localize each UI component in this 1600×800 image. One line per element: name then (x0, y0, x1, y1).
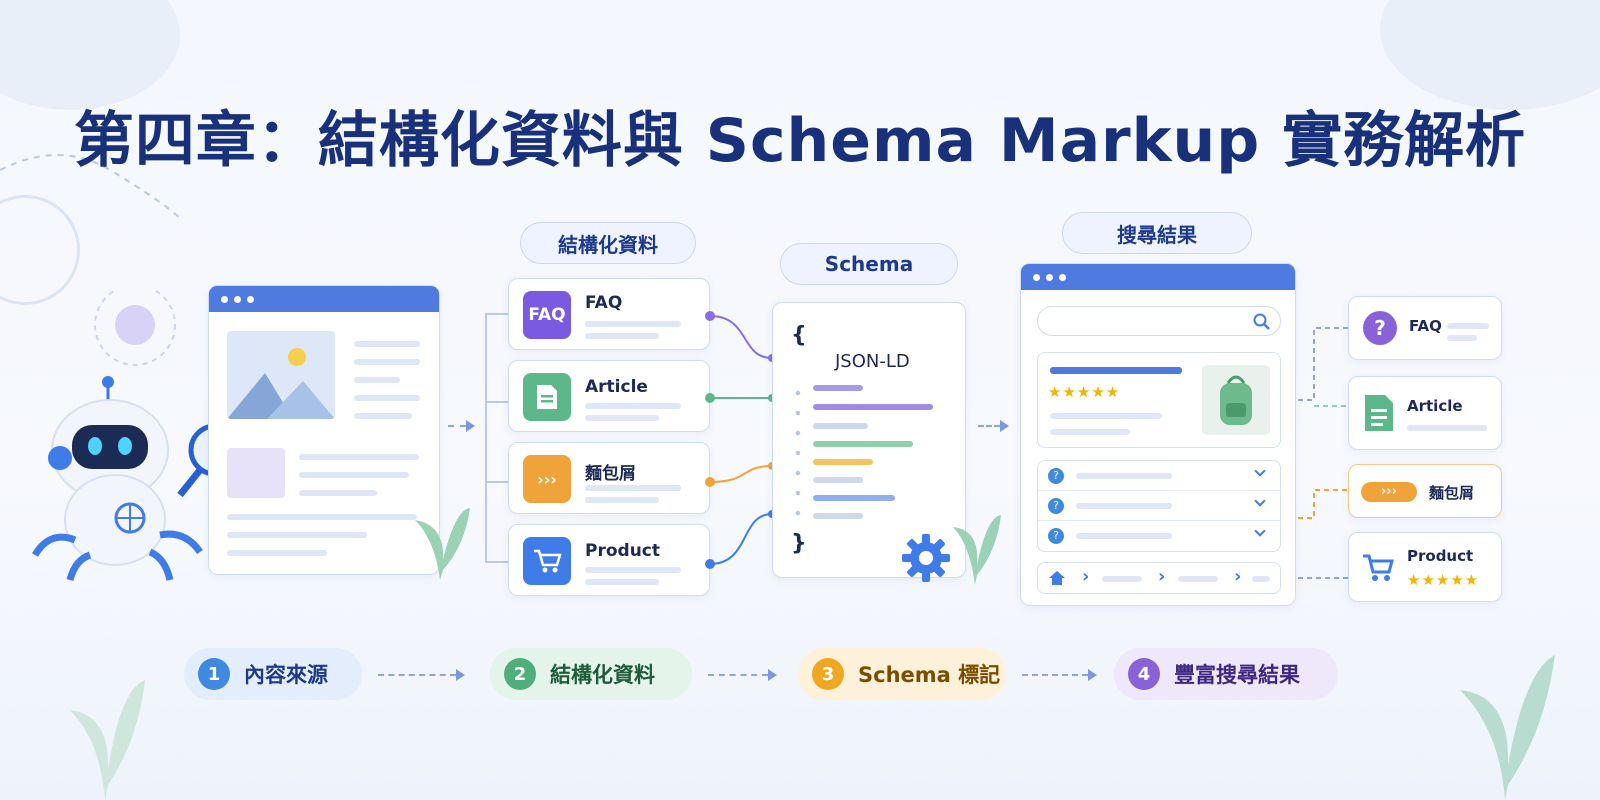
structured-label-product: Product (585, 541, 660, 561)
rich-label-faq: FAQ (1409, 317, 1442, 335)
chevron-down-icon (1254, 465, 1266, 477)
image-placeholder-icon (227, 331, 335, 419)
step-1: 1 內容來源 (184, 648, 362, 700)
chevron-down-icon (1254, 495, 1266, 507)
source-content-window (208, 285, 440, 575)
faq-row-3[interactable]: ? (1038, 521, 1282, 551)
document-icon (1365, 395, 1393, 431)
leaf-decoration-icon (415, 508, 470, 580)
home-icon (1049, 571, 1065, 585)
product-rating-stars: ★★★★★ (1407, 571, 1480, 589)
step-connector-1 (378, 674, 456, 676)
rich-label-article: Article (1407, 397, 1463, 415)
search-results-window: ★★★★★ ? ? ? › › › (1020, 263, 1296, 606)
leaf-decoration-bottom-right (1460, 655, 1555, 800)
question-mark-icon: ? (1048, 498, 1064, 514)
structured-card-product: Product (508, 524, 710, 596)
flow-arrow-2 (1000, 420, 1009, 432)
breadcrumb-separator: › (1082, 566, 1090, 587)
json-ld-label: JSON-LD (835, 351, 910, 372)
step-label-1: 內容來源 (244, 663, 328, 687)
page-title: 第四章：結構化資料與 Schema Markup 實務解析 (73, 106, 1527, 176)
rich-result-breadcrumb: ››› 麵包屑 (1348, 464, 1502, 518)
question-icon: ? (1363, 311, 1397, 345)
step-2: 2 結構化資料 (490, 648, 692, 700)
cart-icon (1363, 554, 1394, 581)
step-label-3: Schema 標記 (858, 663, 1001, 687)
structured-connector-bracket (485, 313, 508, 563)
backpack-image-icon (1202, 365, 1270, 435)
search-input[interactable] (1037, 306, 1281, 336)
breadcrumb-icon: ››› (1361, 482, 1417, 502)
rich-result-product: Product ★★★★★ (1348, 532, 1502, 602)
structured-card-breadcrumb: ››› 麵包屑 (508, 442, 710, 514)
cart-icon (523, 537, 571, 585)
structured-card-article: Article (508, 360, 710, 432)
step-label-4: 豐富搜尋結果 (1174, 663, 1300, 687)
step-4: 4 豐富搜尋結果 (1114, 648, 1338, 700)
step-connector-3 (1022, 674, 1088, 676)
product-result-card[interactable]: ★★★★★ (1037, 352, 1281, 448)
step-connector-2 (708, 674, 768, 676)
faq-row-2[interactable]: ? (1038, 491, 1282, 521)
faq-icon: FAQ (523, 291, 571, 339)
document-icon (523, 373, 571, 421)
rating-stars: ★★★★★ (1048, 383, 1121, 401)
json-close-brace: } (791, 531, 807, 556)
leaf-decoration-icon-2 (953, 515, 1001, 585)
step-arrow-3 (1088, 669, 1097, 681)
schema-json-ld-panel: { JSON-LD } (772, 302, 966, 578)
breadcrumb-result-bar[interactable]: › › › (1037, 562, 1281, 594)
rich-result-connectors (1298, 327, 1348, 579)
chevron-down-icon (1254, 525, 1266, 537)
rich-label-product: Product (1407, 547, 1474, 565)
flow-dash-1 (448, 425, 466, 427)
structured-label-faq: FAQ (585, 293, 623, 313)
step-number-2: 2 (504, 658, 536, 690)
flow-dash-2 (978, 425, 1000, 427)
section-label-schema: Schema (780, 243, 958, 285)
rich-result-faq: ? FAQ (1348, 296, 1502, 360)
structured-label-breadcrumb: 麵包屑 (585, 464, 636, 484)
structured-label-article: Article (585, 377, 648, 397)
results-window-titlebar (1021, 264, 1295, 290)
search-icon (1253, 313, 1270, 330)
breadcrumb-separator: › (1158, 566, 1166, 587)
section-label-structured-data: 結構化資料 (520, 222, 696, 264)
breadcrumb-icon: ››› (523, 455, 571, 503)
faq-result-block: ? ? ? (1037, 460, 1282, 552)
rich-result-article: Article (1348, 376, 1502, 450)
step-3: 3 Schema 標記 (798, 648, 1006, 700)
step-arrow-2 (768, 669, 777, 681)
step-number-4: 4 (1128, 658, 1160, 690)
rich-label-breadcrumb: 麵包屑 (1429, 484, 1475, 502)
section-label-search-results: 搜尋結果 (1062, 212, 1252, 254)
step-number-1: 1 (198, 658, 230, 690)
step-number-3: 3 (812, 658, 844, 690)
step-label-2: 結構化資料 (550, 663, 655, 687)
leaf-decoration-bottom-left (70, 680, 145, 800)
question-mark-icon: ? (1048, 528, 1064, 544)
structured-card-faq: FAQ FAQ (508, 278, 710, 350)
gear-icon (902, 534, 950, 582)
breadcrumb-separator: › (1234, 566, 1242, 587)
step-arrow-1 (456, 669, 465, 681)
faq-row-1[interactable]: ? (1038, 461, 1282, 491)
question-mark-icon: ? (1048, 468, 1064, 484)
window-titlebar (209, 286, 439, 312)
thumbnail-placeholder (227, 448, 285, 498)
flow-arrow-1 (466, 420, 475, 432)
json-line-dots (795, 383, 801, 523)
json-open-brace: { (791, 323, 807, 348)
